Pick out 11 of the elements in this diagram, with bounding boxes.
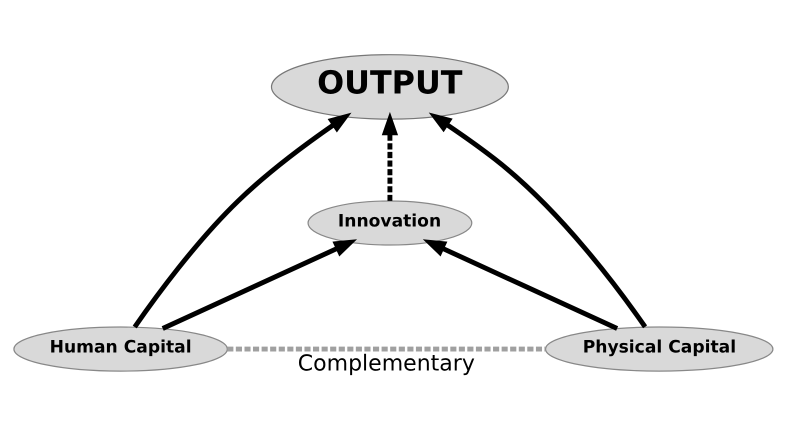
node-ellipse: OUTPUT	[270, 54, 508, 120]
arrow	[381, 111, 398, 200]
arrow	[161, 238, 357, 330]
node-ellipse: Physical Capital	[544, 326, 774, 372]
arrow	[428, 112, 647, 328]
arrow	[422, 238, 618, 330]
connector	[226, 346, 545, 352]
node-ellipse: Innovation	[306, 200, 472, 246]
arrow	[132, 112, 352, 328]
node-ellipse: Human Capital	[12, 326, 228, 372]
edge-label: Complementary	[297, 350, 474, 376]
